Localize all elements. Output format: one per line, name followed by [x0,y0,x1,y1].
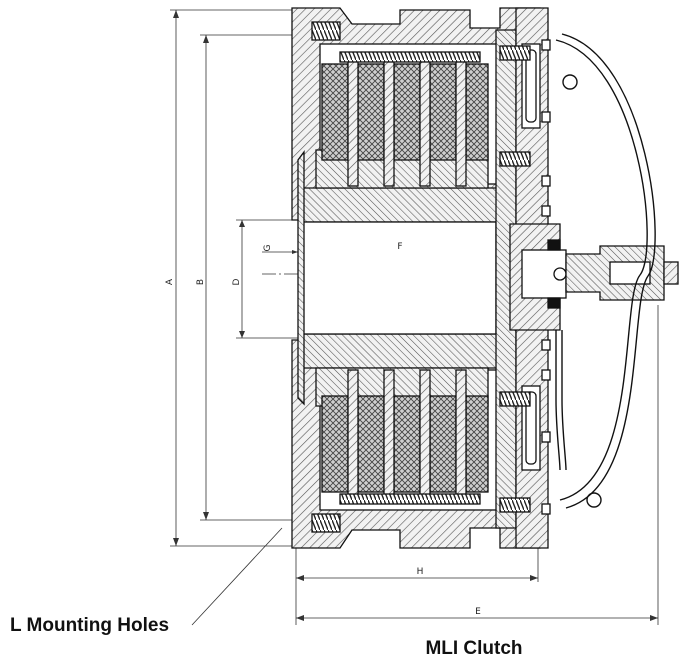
air-hose [555,33,656,509]
dimension-f-label: F [397,242,402,252]
mounting-holes-callout: L Mounting Holes [10,615,169,636]
figure-caption: MLI Clutch [425,638,522,659]
dimension-a-label: A [165,278,175,285]
dimension-d-label: D [232,278,242,285]
clutch-body [291,7,679,549]
dimension-arrows [173,10,658,621]
dimension-e-label: E [475,607,481,617]
dimension-h-label: H [417,567,424,577]
dimension-g-label: G [263,244,273,251]
dimension-b-label: B [196,279,206,285]
